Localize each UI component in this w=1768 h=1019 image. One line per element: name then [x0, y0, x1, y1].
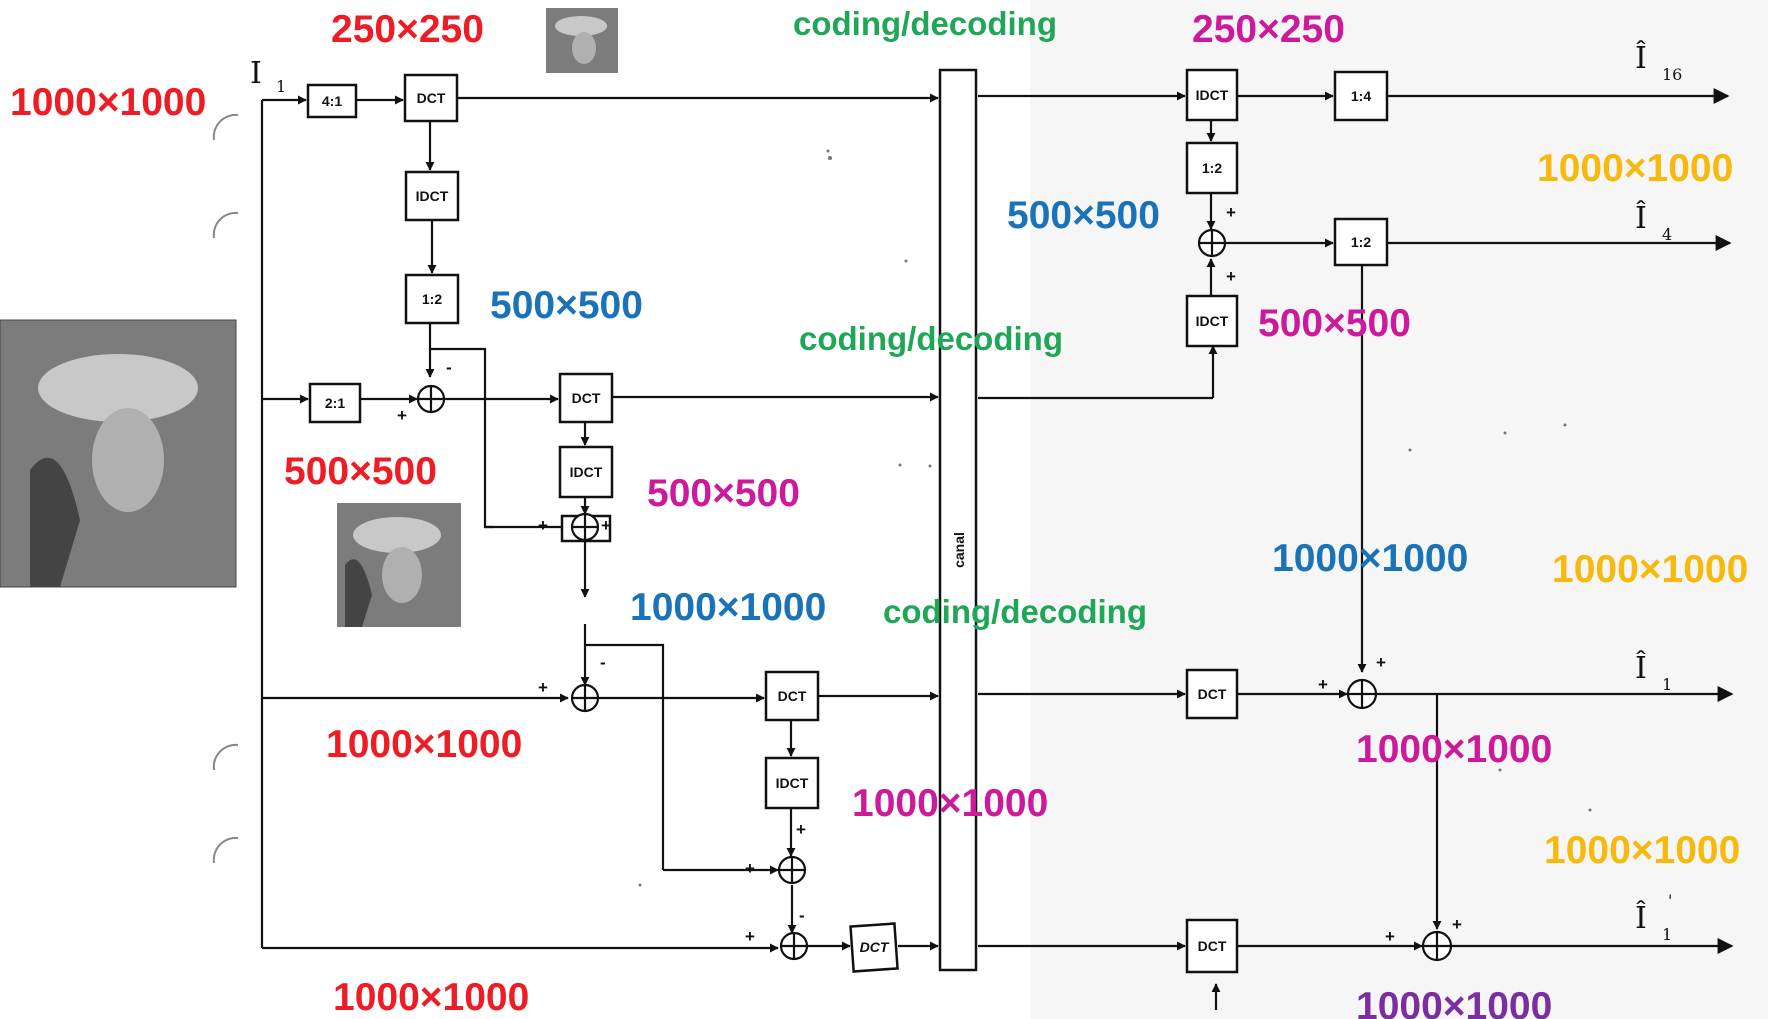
svg-text:Î: Î — [1635, 900, 1647, 936]
dim-250-left: 250×250 — [331, 8, 484, 51]
dim-1000-yellow-mid: 1000×1000 — [1552, 548, 1748, 591]
block-idct-r4: IDCT — [1187, 296, 1237, 346]
sum-l1 — [572, 685, 598, 711]
dim-1000-blue-right: 1000×1000 — [1272, 537, 1468, 580]
svg-text:IDCT: IDCT — [1196, 87, 1229, 103]
block-dct-l16: DCT — [405, 75, 457, 121]
dim-1000-yellow-top: 1000×1000 — [1537, 147, 1733, 190]
block-dct-r1prime: DCT — [1187, 920, 1237, 972]
block-upsample-1-4: 1:4 — [1335, 72, 1387, 120]
lena-medium-image — [337, 503, 461, 627]
svg-text:16: 16 — [1662, 65, 1682, 84]
block-idct-r16: IDCT — [1187, 70, 1237, 120]
block-dct-r1: DCT — [1187, 670, 1237, 718]
svg-text:+: + — [538, 516, 548, 535]
svg-text:I: I — [250, 56, 262, 91]
coding-decoding-label-mid: coding/decoding — [799, 320, 1063, 357]
svg-text:DCT: DCT — [860, 939, 890, 955]
block-upsample-r16: 1:2 — [1187, 143, 1237, 193]
sum-r1prime — [1423, 932, 1451, 960]
svg-text:+: + — [796, 820, 806, 839]
svg-text:+: + — [1226, 203, 1236, 222]
svg-text:Î: Î — [1635, 200, 1647, 236]
svg-text:DCT: DCT — [1198, 938, 1227, 954]
svg-text:2:1: 2:1 — [325, 395, 345, 411]
block-dct-l4: DCT — [560, 374, 612, 422]
svg-text:DCT: DCT — [572, 390, 601, 406]
dim-1000-yellow-low: 1000×1000 — [1544, 829, 1740, 872]
lena-large-image — [0, 320, 236, 587]
svg-text:+: + — [1452, 915, 1462, 934]
block-decimate-4-1: 4:1 — [308, 85, 356, 117]
coding-decoding-label-low: coding/decoding — [883, 593, 1147, 630]
block-idct-l16: IDCT — [406, 172, 458, 220]
svg-text:+: + — [1318, 675, 1328, 694]
dim-500-left: 500×500 — [284, 450, 437, 493]
dim-500-magenta-right: 500×500 — [1258, 302, 1411, 345]
dim-1000-magenta-right: 1000×1000 — [1356, 728, 1552, 771]
svg-text:-: - — [446, 358, 452, 377]
block-dct-handwritten: DCT — [851, 924, 898, 972]
dim-500-blue-left: 500×500 — [490, 284, 643, 327]
svg-text:+: + — [1376, 653, 1386, 672]
svg-text:Î: Î — [1635, 40, 1647, 76]
dim-500-blue-right: 500×500 — [1007, 194, 1160, 237]
sum-r1 — [1348, 680, 1376, 708]
svg-text:4:1: 4:1 — [322, 93, 342, 109]
coding-decoding-label-top: coding/decoding — [793, 5, 1057, 42]
sum-l1-recon — [779, 857, 805, 883]
svg-text:+: + — [397, 406, 407, 425]
svg-text:+: + — [538, 678, 548, 697]
svg-text:1: 1 — [1662, 675, 1672, 694]
svg-text:-: - — [799, 906, 805, 925]
block-upsample-r4: 1:2 — [1335, 219, 1387, 265]
svg-text:+: + — [1226, 267, 1236, 286]
lena-small-image — [546, 8, 618, 73]
sum-r4 — [1199, 230, 1225, 256]
dim-input: 1000×1000 — [10, 81, 206, 124]
svg-text:4: 4 — [1662, 225, 1672, 244]
svg-text:Î: Î — [1635, 650, 1647, 686]
channel-block: canal — [940, 70, 976, 970]
svg-text:DCT: DCT — [1198, 686, 1227, 702]
dim-500-magenta-left: 500×500 — [647, 472, 800, 515]
svg-text:+: + — [745, 927, 755, 946]
svg-text:': ' — [1668, 891, 1672, 910]
dim-1000-magenta-center: 1000×1000 — [852, 782, 1048, 825]
svg-text:1:2: 1:2 — [422, 291, 442, 307]
svg-text:+: + — [1385, 927, 1395, 946]
block-decimate-2-1: 2:1 — [310, 384, 360, 422]
svg-text:1: 1 — [276, 77, 286, 96]
block-idct-l4: IDCT — [560, 447, 612, 497]
svg-text:+: + — [601, 516, 611, 535]
svg-text:IDCT: IDCT — [416, 188, 449, 204]
dim-1000-blue-left: 1000×1000 — [630, 586, 826, 629]
svg-text:1:2: 1:2 — [1351, 234, 1371, 250]
svg-text:canal: canal — [951, 532, 967, 568]
dim-1000-purple: 1000×1000 — [1356, 985, 1552, 1019]
svg-text:1: 1 — [1662, 925, 1672, 944]
svg-text:IDCT: IDCT — [570, 464, 603, 480]
svg-text:1:4: 1:4 — [1351, 88, 1371, 104]
dim-1000-left-b: 1000×1000 — [333, 976, 529, 1019]
sum-l4 — [418, 386, 444, 412]
sum-l4-recon — [572, 514, 598, 540]
svg-text:-: - — [600, 653, 606, 672]
svg-text:1:2: 1:2 — [1202, 160, 1222, 176]
svg-text:IDCT: IDCT — [1196, 313, 1229, 329]
block-upsample-l16: 1:2 — [406, 275, 458, 323]
block-idct-l1: IDCT — [766, 758, 818, 808]
signal-input-label: I 1 — [250, 56, 286, 96]
svg-text:DCT: DCT — [417, 90, 446, 106]
svg-text:+: + — [745, 859, 755, 878]
dim-1000-left-a: 1000×1000 — [326, 723, 522, 766]
dim-250-magenta-right: 250×250 — [1192, 8, 1345, 51]
svg-text:DCT: DCT — [778, 688, 807, 704]
block-dct-l1: DCT — [766, 672, 818, 720]
svg-text:IDCT: IDCT — [776, 775, 809, 791]
sum-l1prime — [781, 933, 807, 959]
